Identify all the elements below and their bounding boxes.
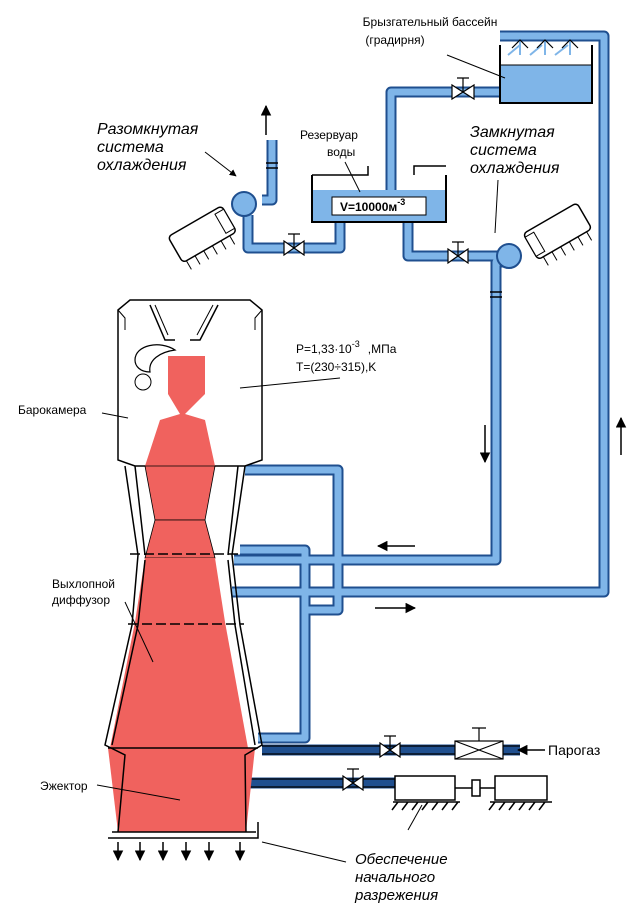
diffuser-walls xyxy=(104,465,263,833)
closed-system-pump xyxy=(496,203,593,269)
valve-icon xyxy=(451,77,475,101)
flange-icon xyxy=(266,162,502,298)
closed-system-label: Замкнутая xyxy=(470,124,555,141)
spray-pool xyxy=(499,39,593,104)
reservoir-label: воды xyxy=(327,145,355,159)
reservoir-label: Резервуар xyxy=(300,128,358,142)
exhaust-diffuser-label: Выхлопной xyxy=(52,577,115,591)
closed-system-label: система xyxy=(470,142,537,159)
water-reservoir xyxy=(311,165,447,223)
down-arrow-icon xyxy=(112,842,246,862)
diagram-labels: Брызгательный бассейн (градирня) Разомкн… xyxy=(18,15,600,904)
ejector-label: Эжектор xyxy=(40,779,88,793)
open-system-label: Разомкнутая xyxy=(97,121,199,138)
vacuum-label: начального xyxy=(355,869,435,886)
vacuum-label: разрежения xyxy=(354,887,438,904)
ejector-base xyxy=(108,822,259,862)
temperature-label: T=(230÷315),K xyxy=(296,360,376,374)
closed-system-label: охлаждения xyxy=(470,160,560,177)
pressure-label: P=1,33·10-3,МПа xyxy=(296,339,397,356)
open-system-label: система xyxy=(97,139,164,156)
valve-icon xyxy=(379,735,401,759)
exhaust-diffuser-label: диффузор xyxy=(52,593,110,607)
barochamber-label: Барокамера xyxy=(18,403,87,417)
open-system-pump xyxy=(168,191,257,270)
spray-pool-label: Брызгательный бассейн xyxy=(363,15,498,29)
gate-valve-icon xyxy=(454,727,504,760)
valve-icon xyxy=(447,241,469,265)
flow-arrows xyxy=(260,104,627,756)
valve-icon xyxy=(283,233,305,257)
reservoir-volume: V=10000м-3 xyxy=(340,197,405,214)
vacuum-equipment xyxy=(391,775,552,811)
spray-pool-label: (градирня) xyxy=(365,33,424,47)
pipe-network xyxy=(232,30,610,789)
steam-gas-label: Парогаз xyxy=(548,742,600,758)
vacuum-label: Обеспечение xyxy=(355,851,448,868)
open-system-label: охлаждения xyxy=(97,157,187,174)
leader-lines xyxy=(96,54,506,863)
valve-icon xyxy=(342,768,364,792)
exhaust-plume xyxy=(108,356,255,832)
